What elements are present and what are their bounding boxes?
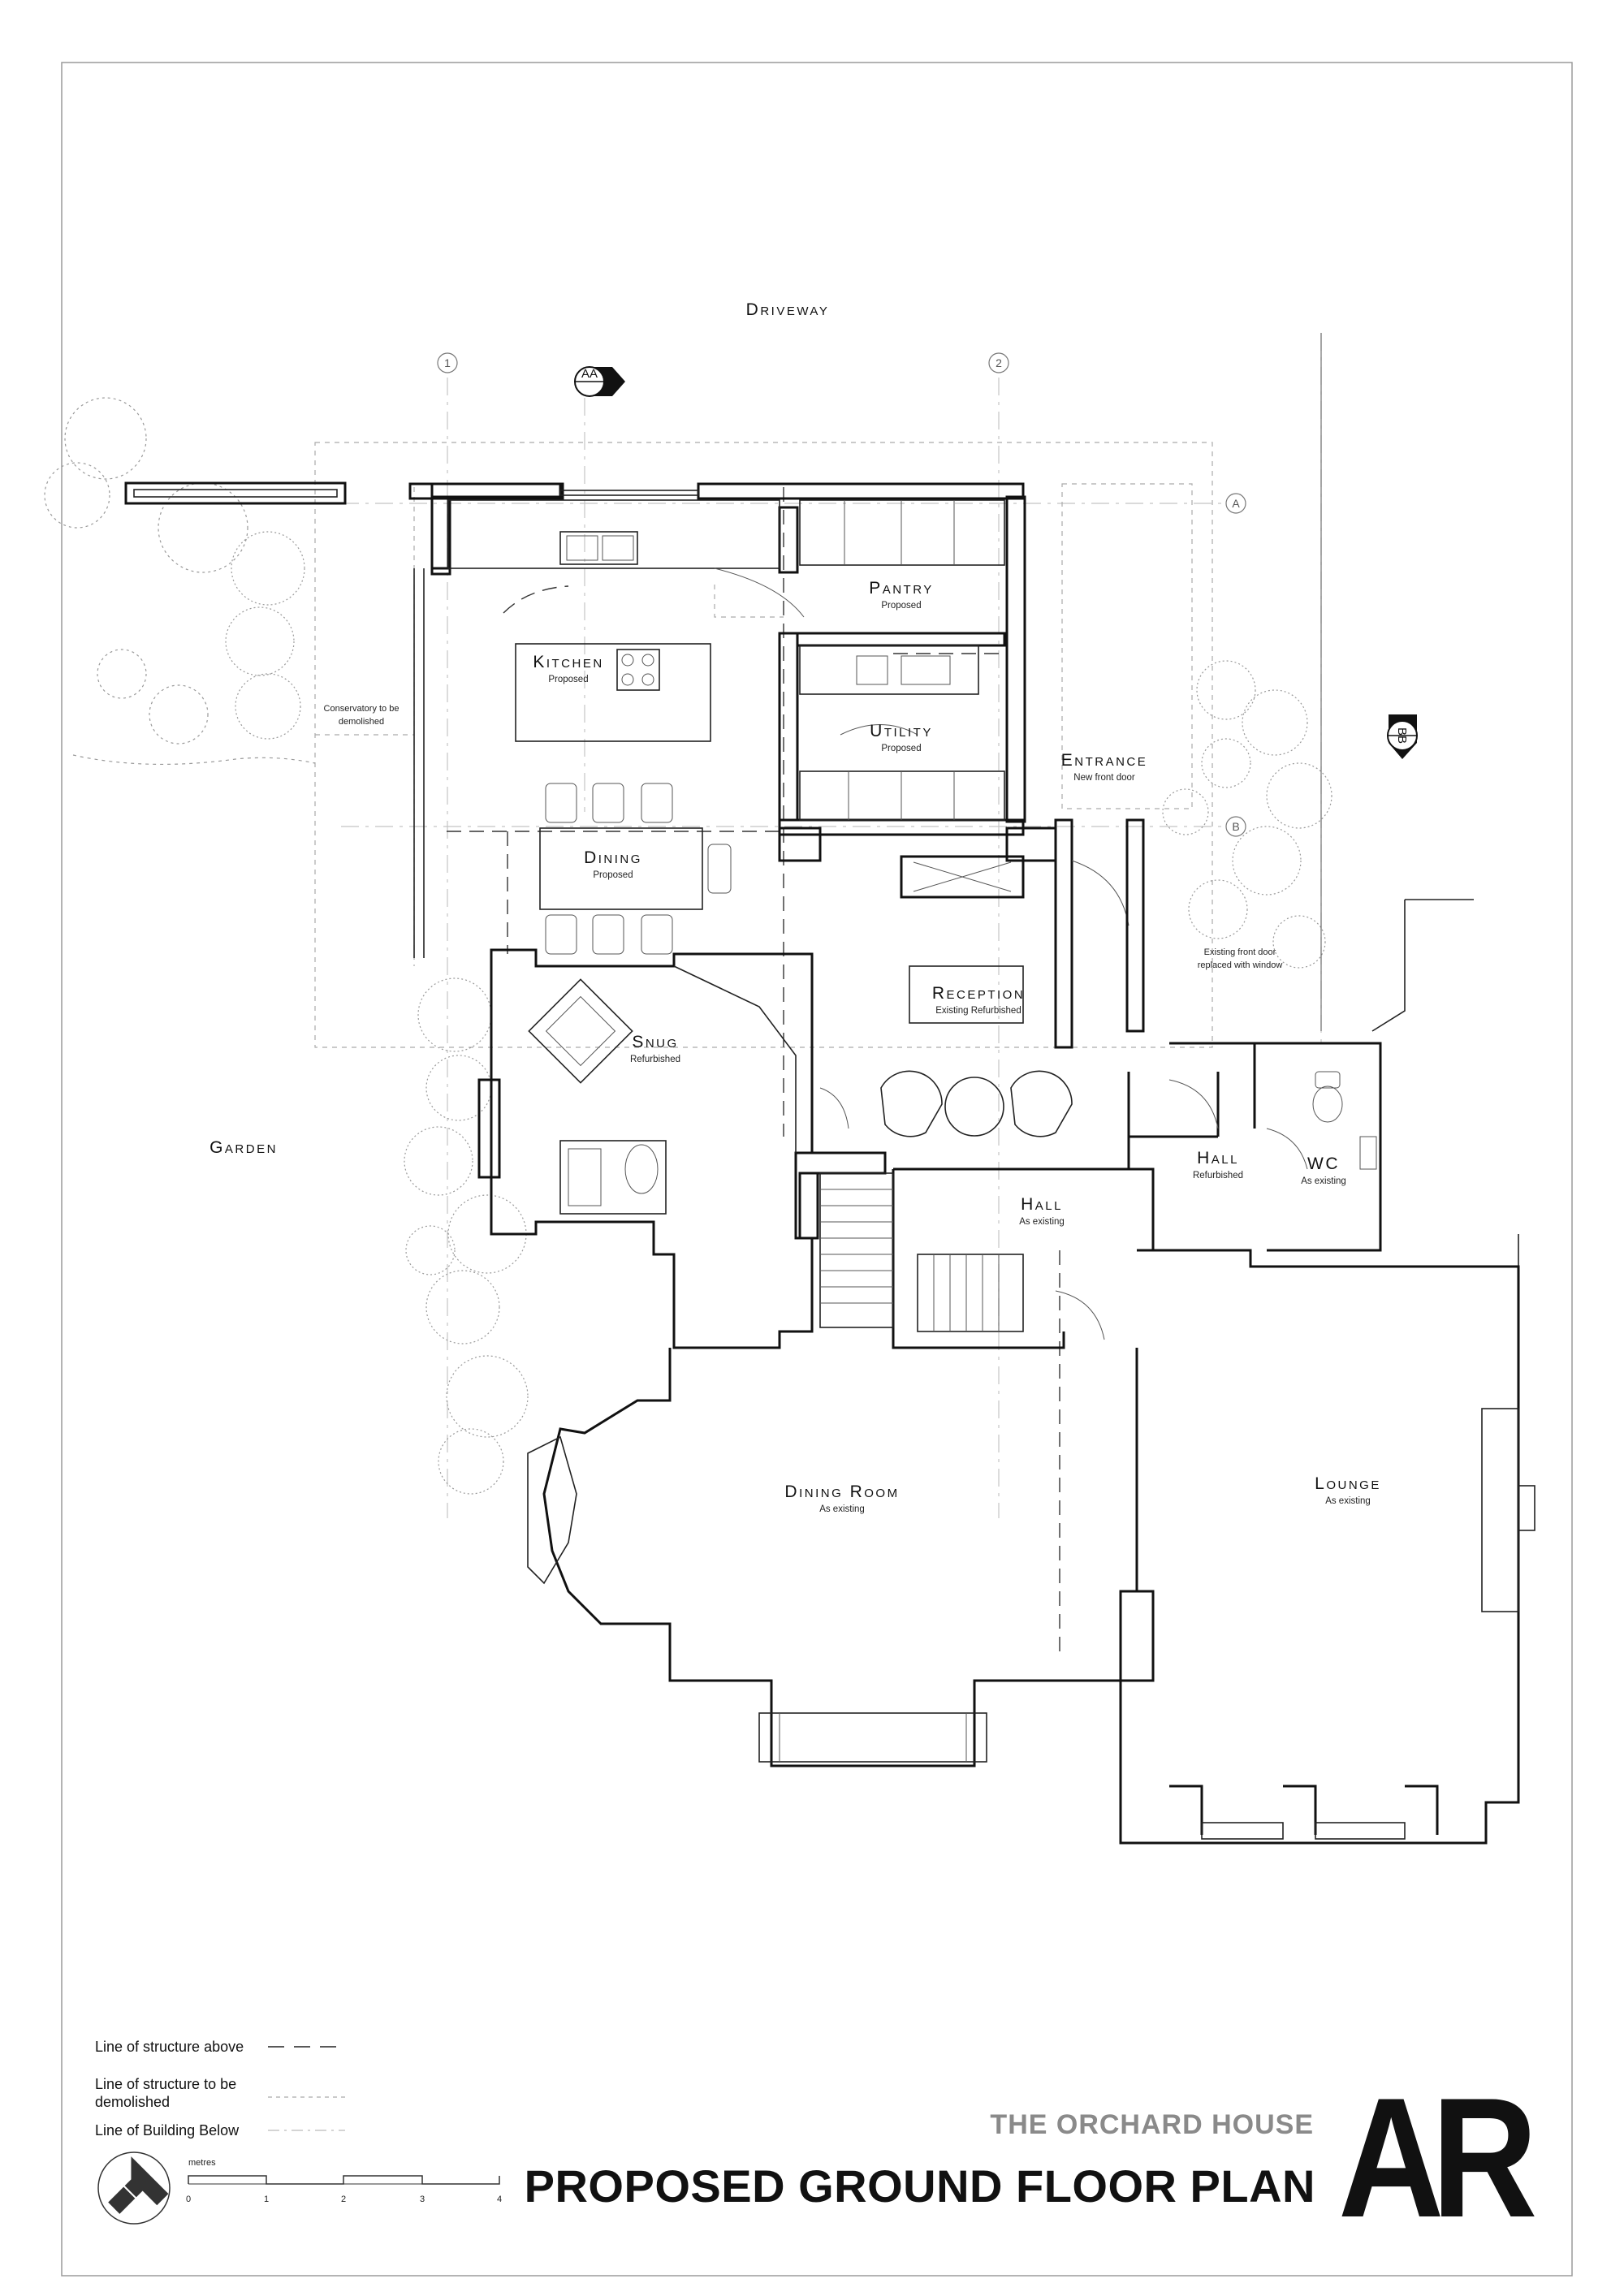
room-label-utility: Utility Proposed <box>870 722 933 753</box>
stair-treads <box>820 1189 893 1304</box>
grid-lines <box>341 333 1322 1518</box>
svg-text:Line of Building Below: Line of Building Below <box>95 2122 240 2138</box>
svg-text:Refurbished: Refurbished <box>630 1055 680 1064</box>
svg-text:Garden: Garden <box>209 1138 278 1157</box>
svg-text:Conservatory to be: Conservatory to be <box>324 704 400 714</box>
svg-text:Driveway: Driveway <box>746 300 830 319</box>
svg-text:As existing: As existing <box>1301 1176 1346 1186</box>
svg-text:4: 4 <box>497 2195 502 2204</box>
section-marker-bb: BB <box>1387 714 1418 759</box>
room-label-snug: Snug Refurbished <box>630 1033 680 1064</box>
site-label-driveway: Driveway <box>746 300 830 319</box>
svg-text:A: A <box>1232 497 1240 510</box>
svg-text:Pantry: Pantry <box>869 579 934 598</box>
door-swings <box>819 1079 1308 1340</box>
site-label-garden: Garden <box>209 1138 278 1157</box>
legend: Line of structure above Line of structur… <box>95 2039 345 2138</box>
svg-text:2: 2 <box>341 2195 346 2204</box>
svg-text:Lounge: Lounge <box>1315 1474 1381 1493</box>
svg-text:Hall: Hall <box>1021 1195 1063 1214</box>
entrance-structure <box>900 818 1145 1049</box>
svg-text:New front door: New front door <box>1073 773 1135 783</box>
svg-text:Dining Room: Dining Room <box>784 1482 899 1501</box>
svg-text:Refurbished: Refurbished <box>1193 1171 1243 1180</box>
scale-bar: metres 0 1 2 3 4 <box>186 2158 502 2204</box>
svg-text:replaced with window: replaced with window <box>1198 960 1283 970</box>
drawing-title: PROPOSED GROUND FLOOR PLAN <box>525 2160 1315 2212</box>
svg-text:Snug: Snug <box>632 1033 678 1051</box>
svg-text:1: 1 <box>264 2195 269 2204</box>
svg-text:Line of structure above: Line of structure above <box>95 2039 244 2055</box>
reception-furniture <box>880 965 1073 1137</box>
room-label-reception: Reception Existing Refurbished <box>932 984 1025 1016</box>
svg-text:demolished: demolished <box>95 2094 170 2110</box>
demolished-conservatory-outline <box>314 442 1213 1048</box>
svg-text:Dining: Dining <box>584 848 642 867</box>
svg-text:WC: WC <box>1307 1154 1340 1173</box>
svg-text:1: 1 <box>444 356 451 369</box>
room-label-wc: WC As existing <box>1301 1154 1346 1186</box>
pantry-fittings <box>799 499 1005 566</box>
svg-text:3: 3 <box>420 2195 425 2204</box>
svg-text:Utility: Utility <box>870 722 933 740</box>
existing-house-walls <box>477 948 1535 1845</box>
room-label-dining-room: Dining Room As existing <box>784 1482 899 1514</box>
room-label-lounge: Lounge As existing <box>1315 1474 1381 1506</box>
svg-text:Proposed: Proposed <box>593 870 633 880</box>
garden-wall-left <box>124 481 347 505</box>
svg-text:Proposed: Proposed <box>881 601 921 611</box>
svg-text:metres: metres <box>188 2158 216 2168</box>
svg-text:Proposed: Proposed <box>548 675 588 684</box>
garden-foliage-right <box>1162 660 1332 969</box>
dining-table <box>539 783 732 955</box>
legend-item-structure-demolished: Line of structure to be demolished <box>95 2076 345 2110</box>
svg-text:As existing: As existing <box>1325 1496 1371 1506</box>
grid-marker-a: A <box>1225 493 1246 514</box>
svg-text:2: 2 <box>996 356 1002 369</box>
svg-text:B: B <box>1232 820 1239 833</box>
svg-text:As existing: As existing <box>819 1504 865 1514</box>
room-label-entrance: Entrance New front door <box>1061 751 1148 783</box>
grid-marker-1: 1 <box>437 352 458 373</box>
room-label-dining: Dining Proposed <box>584 848 642 880</box>
svg-text:As existing: As existing <box>1019 1217 1065 1227</box>
room-label-kitchen: Kitchen Proposed <box>533 653 603 684</box>
svg-text:BB: BB <box>1395 727 1409 744</box>
legend-item-building-below: Line of Building Below <box>95 2122 345 2138</box>
project-name: THE ORCHARD HOUSE <box>990 2109 1314 2140</box>
conservatory-note: Conservatory to be demolished <box>324 704 400 727</box>
section-marker-aa: AA <box>574 366 625 397</box>
north-arrow-icon <box>97 2151 171 2225</box>
utility-fittings <box>799 645 1005 821</box>
svg-text:Entrance: Entrance <box>1061 751 1148 770</box>
grid-marker-b: B <box>1225 816 1246 837</box>
svg-text:Existing front door: Existing front door <box>1204 947 1276 957</box>
snug-furniture <box>528 978 667 1215</box>
extension-walls <box>408 482 1057 958</box>
legend-item-structure-above: Line of structure above <box>95 2039 345 2055</box>
garden-foliage-left <box>44 397 529 1495</box>
svg-text:Reception: Reception <box>932 984 1025 1003</box>
existing-door-note: Existing front door replaced with window <box>1198 947 1283 970</box>
svg-text:Kitchen: Kitchen <box>533 653 603 671</box>
svg-text:Existing Refurbished: Existing Refurbished <box>935 1006 1021 1016</box>
site-boundaries <box>1320 333 1519 1583</box>
svg-text:Hall: Hall <box>1197 1149 1239 1167</box>
room-label-pantry: Pantry Proposed <box>869 579 934 611</box>
svg-text:0: 0 <box>186 2195 191 2204</box>
svg-text:demolished: demolished <box>339 717 384 727</box>
ar-logo: AR <box>1338 2062 1535 2253</box>
room-label-hall-existing: Hall As existing <box>1019 1195 1065 1227</box>
room-label-hall-refurbished: Hall Refurbished <box>1193 1149 1243 1180</box>
kitchen-fittings <box>447 499 805 742</box>
svg-text:Line of structure to be: Line of structure to be <box>95 2076 236 2092</box>
grid-marker-2: 2 <box>988 352 1009 373</box>
sheet-border <box>61 62 1573 2277</box>
svg-text:Proposed: Proposed <box>881 744 921 753</box>
title-block: THE ORCHARD HOUSE PROPOSED GROUND FLOOR … <box>525 2062 1550 2253</box>
svg-text:AA: AA <box>581 367 598 381</box>
